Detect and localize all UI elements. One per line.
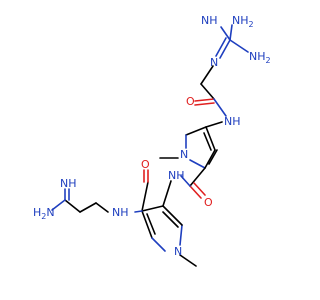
- molecule-structure-diagram: NH NH2 NH2 N O NH N NH O O NH NH H2N N: [33, 14, 271, 267]
- bond-co-nh1: [213, 98, 227, 117]
- bond-nh2-p2: [162, 180, 172, 207]
- bond-p1-d2: [208, 149, 218, 165]
- bond-p2-e: [162, 205, 183, 226]
- atom-guan-nh2-right: NH2: [249, 50, 271, 65]
- bond-co2-o2: [189, 185, 202, 199]
- bond-guan-c-nh2-top: [229, 24, 233, 41]
- bond-p1-co2: [189, 167, 206, 187]
- bond-ch2-amidine: [64, 199, 81, 213]
- bonds: [51, 24, 249, 267]
- atom-guan-nh: NH: [201, 14, 218, 27]
- bond-p2-b: [141, 210, 153, 239]
- bond-guan-c-n-double: [215, 37, 227, 57]
- bond-co3-nh3: [134, 210, 143, 213]
- bond-p2-methyl: [179, 254, 197, 267]
- atom-guan-n: N: [210, 56, 218, 69]
- bond-p2-e2: [162, 211, 179, 228]
- bond-nh1-pyrrole1: [205, 121, 223, 128]
- atom-amide-nh1: NH: [224, 115, 241, 128]
- bond-p1-e2: [203, 132, 212, 151]
- bond-ch2-co: [200, 83, 215, 100]
- bond-co-o1: [194, 98, 215, 102]
- atom-carbonyl-o2: O: [204, 196, 213, 209]
- bond-p2-co3: [141, 181, 149, 212]
- atom-carbonyl-o3: O: [141, 158, 150, 171]
- bond-p1-d: [204, 149, 216, 169]
- bond-p2-d: [179, 224, 183, 246]
- bond-guan-c-n: [219, 39, 231, 59]
- atom-amidine-nh: NH: [60, 177, 77, 190]
- atom-guan-nh2-top: NH2: [232, 14, 254, 29]
- atom-amide-nh3: NH: [112, 206, 129, 219]
- atom-pyrrole1-n: N: [180, 148, 188, 161]
- bond-amidine-nh2: [51, 199, 66, 211]
- bond-co-o1-double: [194, 102, 215, 106]
- bond-co2-o2-double: [193, 182, 206, 196]
- bond-p2-b2: [146, 213, 156, 235]
- atom-carbonyl-o1: O: [186, 95, 195, 108]
- bond-n-ch2: [200, 65, 214, 85]
- bond-p2-c: [151, 237, 166, 252]
- bond-guan-c-nh2-right: [229, 39, 249, 53]
- bond-guan-c-nh: [220, 26, 231, 41]
- atom-pyrrole2-n: N: [174, 245, 182, 258]
- bond-p2-a: [141, 205, 164, 212]
- bond-p1-a: [185, 126, 207, 136]
- atom-amidine-h2n: H2N: [33, 206, 55, 221]
- bond-co2-nh2: [180, 175, 191, 187]
- bond-p1-c: [189, 159, 206, 169]
- bond-p1-e: [205, 126, 216, 151]
- atom-amide-nh2: NH: [168, 169, 185, 182]
- bond-ch2-ch2: [79, 202, 97, 213]
- bond-nh3-ch2: [95, 202, 109, 213]
- atom-labels: NH NH2 NH2 N O NH N NH O O NH NH H2N N: [33, 14, 271, 258]
